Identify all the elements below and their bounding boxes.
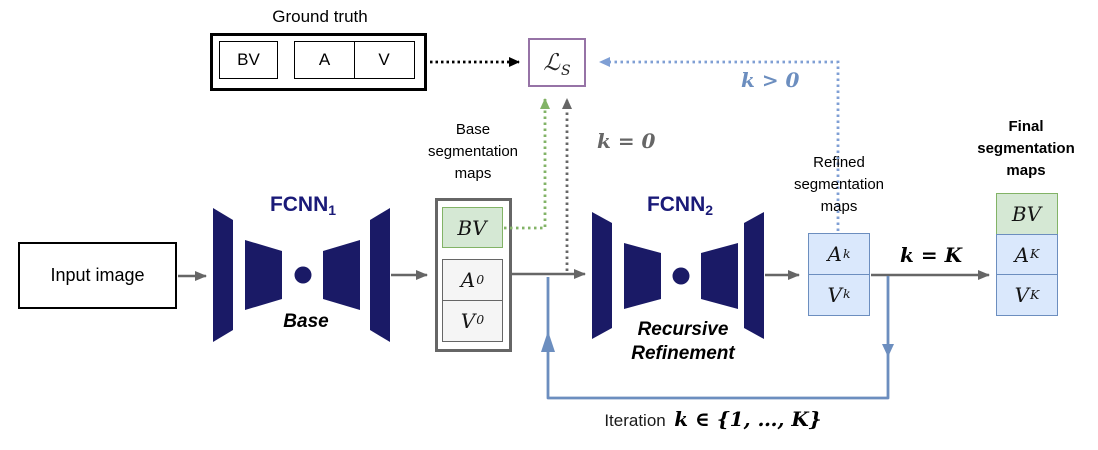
loss-box: ℒS — [528, 38, 586, 87]
fcnn1-title: FCNN1 — [269, 193, 337, 218]
k-greater-zero-label: k > 0 — [741, 68, 800, 92]
ground-truth-cell-v: V — [353, 41, 415, 79]
refined-maps-label: Refined segmentation maps — [793, 154, 885, 215]
base-maps-label: Base segmentation maps — [427, 121, 519, 182]
base-map-cell-bv: BV — [442, 207, 503, 248]
fcnn2-title: FCNN2 — [646, 193, 714, 218]
loop-down-arrowhead — [882, 344, 894, 357]
fcnn2-caption: Recursive Refinement — [631, 319, 735, 364]
k-equals-zero-label: k = 0 — [597, 129, 656, 153]
ground-truth-box: BV A V — [210, 33, 427, 91]
input-image-box: Input image — [18, 242, 177, 309]
ground-truth-cell-a: A — [294, 41, 355, 79]
iteration-label: Iteration k ∈ {1, …, K} — [604, 407, 822, 431]
ground-truth-cell-bv: BV — [219, 41, 278, 79]
final-maps-label: Final segmentation maps — [977, 118, 1075, 179]
final-map-cell-bv: BV — [996, 193, 1058, 235]
ground-truth-label: Ground truth — [272, 7, 368, 26]
ground-truth-av-group: A V — [294, 41, 415, 79]
loss-symbol: ℒS — [543, 49, 571, 79]
k-equals-K-label: k = K — [900, 243, 962, 267]
fcnn1-bottleneck-dot — [294, 266, 312, 284]
fcnn1-caption: Base — [283, 311, 329, 332]
loop-up-arrowhead — [541, 331, 555, 352]
fcnn2-bottleneck-dot — [672, 267, 690, 285]
